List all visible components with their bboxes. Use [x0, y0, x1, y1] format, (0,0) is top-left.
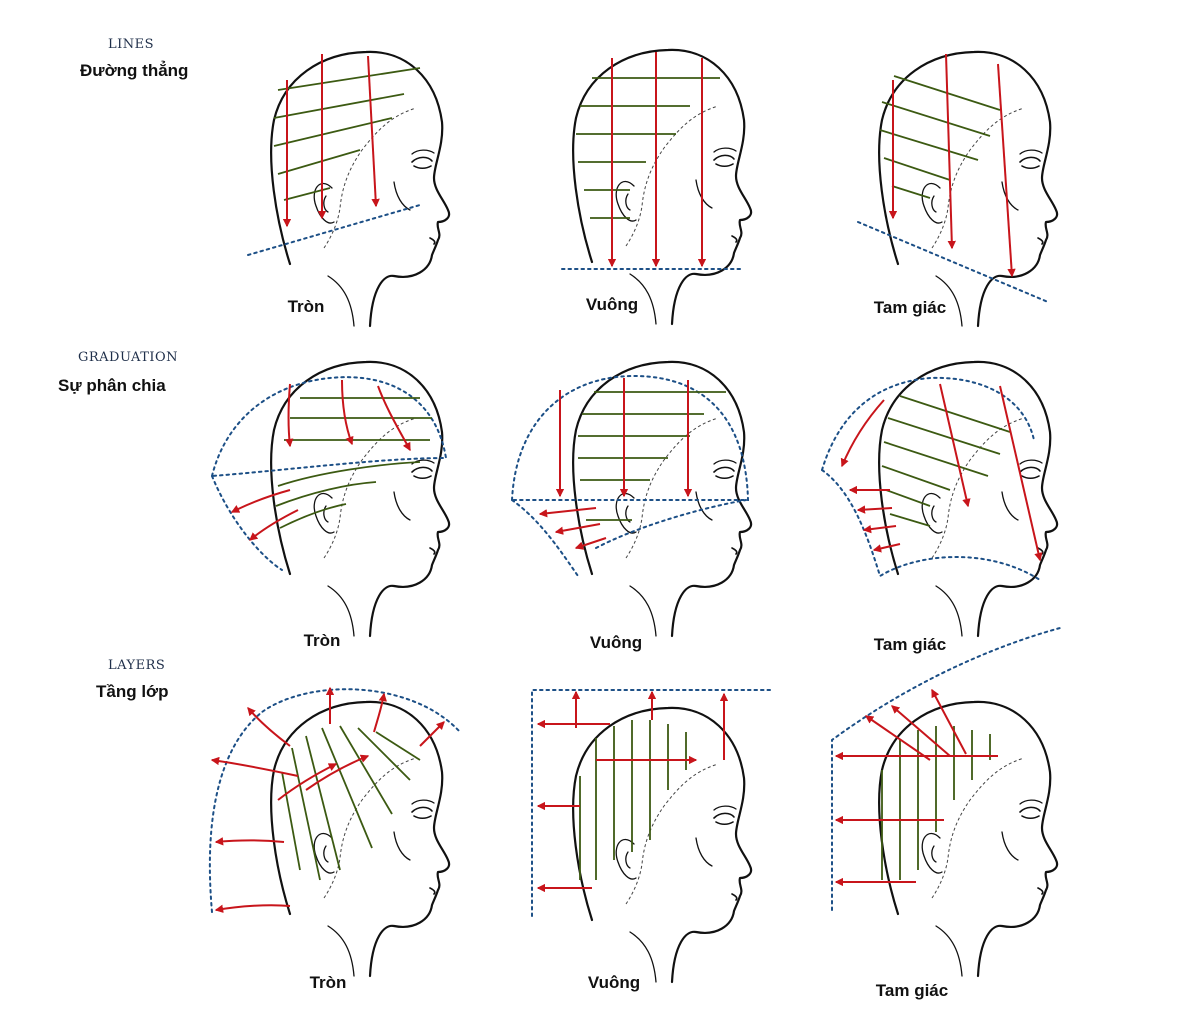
layers-square-diagram [531, 689, 775, 984]
section-lines [275, 397, 432, 529]
guide-arrows [888, 53, 1016, 278]
caption-layers-round: Tròn [310, 973, 347, 992]
section-lines-title-en: LINES [108, 37, 154, 52]
head-profile [878, 360, 1059, 638]
section-lines [273, 67, 421, 201]
dotted-guide-upper [821, 376, 1035, 471]
caption-lines-square: Vuông [586, 295, 638, 314]
guide-arrows [282, 54, 380, 228]
dotted-guide-upper [210, 376, 448, 478]
caption-lines-round: Tròn [288, 297, 325, 316]
guide-arrows [210, 686, 445, 913]
dotted-guide-lower [511, 499, 579, 577]
caption-layers-square: Vuông [588, 973, 640, 992]
section-lines [576, 77, 720, 219]
guide-arrows [834, 688, 998, 887]
section-lines [881, 395, 1011, 527]
dotted-guide-line [208, 688, 461, 913]
dotted-guide-line [857, 221, 1049, 303]
section-layers-title-en: LAYERS [108, 658, 165, 673]
guide-arrows [840, 383, 1043, 562]
head-profile [572, 48, 753, 326]
section-layers-title-vi: Tầng lớp [96, 682, 169, 701]
graduation-round-diagram [210, 360, 451, 638]
section-graduation-title-en: GRADUATION [78, 350, 178, 365]
guide-arrows [230, 379, 411, 541]
section-lines-title-vi: Đường thẳng [80, 61, 188, 80]
guide-arrows [538, 378, 693, 550]
dotted-guide-line [831, 627, 1061, 911]
caption-lines-triangle: Tam giác [874, 298, 946, 317]
section-lines [579, 720, 687, 880]
section-lines [881, 726, 991, 880]
caption-graduation-triangle: Tam giác [874, 635, 946, 654]
dotted-guide-upper [510, 374, 750, 501]
section-graduation-title-vi: Sự phân chia [58, 376, 166, 395]
caption-graduation-square: Vuông [590, 633, 642, 652]
section-lines [879, 75, 1001, 199]
guide-arrows [607, 52, 707, 268]
dotted-guide-lower [821, 469, 1041, 581]
lines-square-diagram [561, 48, 753, 326]
head-profile [572, 360, 753, 638]
section-lines [281, 725, 421, 881]
dotted-guide-diagonal [595, 499, 747, 549]
layers-triangle-diagram [831, 627, 1061, 978]
layers-round-diagram [208, 686, 461, 978]
guide-arrows [536, 690, 729, 893]
head-profile [270, 50, 451, 328]
caption-layers-triangle: Tam giác [876, 981, 948, 1000]
lines-round-diagram [247, 50, 451, 328]
head-profile [878, 50, 1059, 328]
lines-triangle-diagram [857, 50, 1059, 328]
caption-graduation-round: Tròn [304, 631, 341, 650]
graduation-square-diagram [510, 360, 753, 638]
dotted-guide-lower [211, 475, 283, 571]
dotted-guide-line [247, 204, 421, 256]
graduation-triangle-diagram [821, 360, 1059, 638]
section-lines [578, 391, 726, 521]
